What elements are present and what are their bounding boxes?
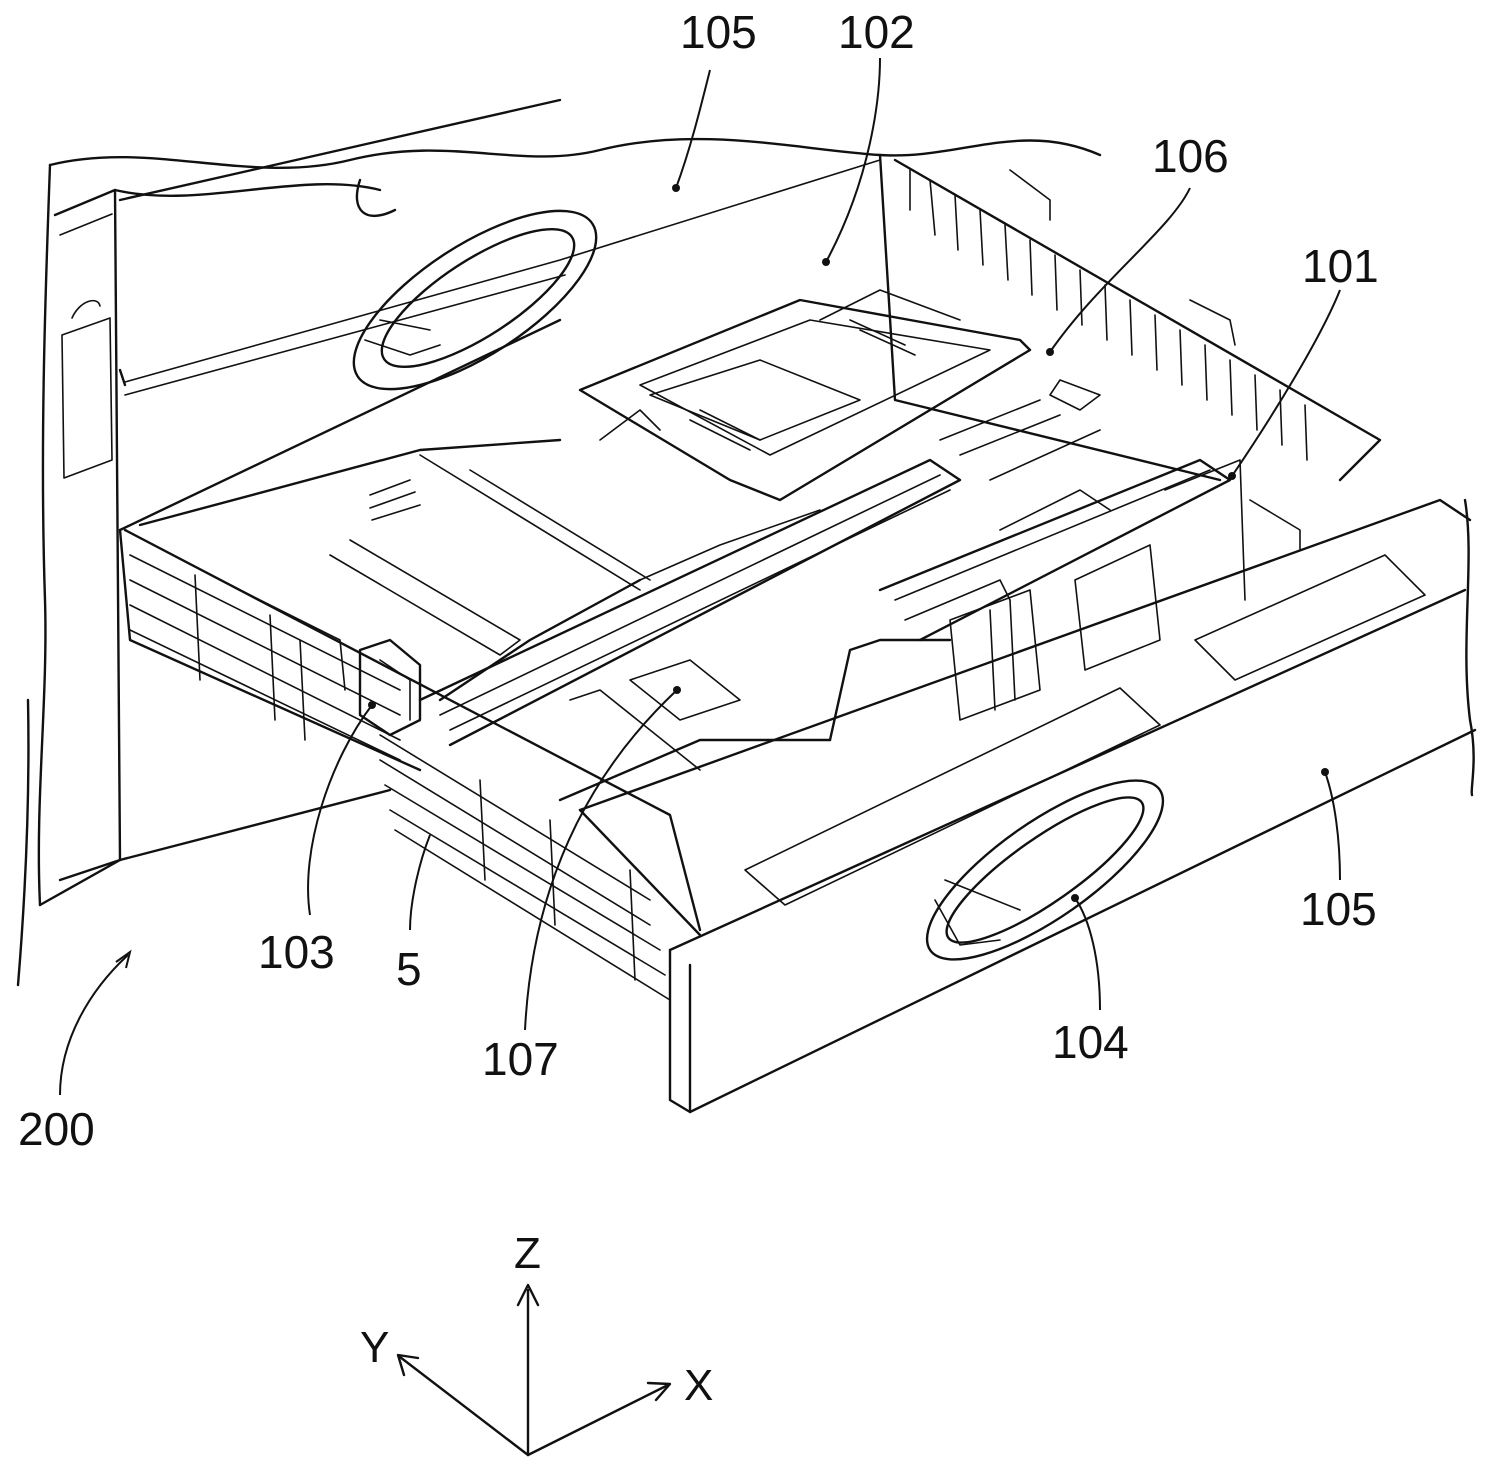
y-axis [400, 1357, 528, 1455]
label-107: 107 [482, 1033, 559, 1085]
rear-wall-ribs [930, 180, 1307, 460]
x-axis-label: X [684, 1361, 713, 1410]
y-axis-label: Y [360, 1323, 389, 1372]
leader-102 [826, 58, 880, 262]
label-200: 200 [18, 1103, 95, 1155]
label-105-front: 105 [1300, 883, 1377, 935]
leader-106 [1050, 188, 1190, 352]
upper-cover [50, 139, 1100, 422]
label-106: 106 [1152, 130, 1229, 182]
label-5: 5 [396, 943, 422, 995]
label-105-top: 105 [680, 6, 757, 58]
leader-105-top [676, 70, 710, 188]
label-102: 102 [838, 6, 915, 58]
leader-103 [308, 705, 372, 915]
leader-lines [60, 58, 1340, 1095]
leader-105-front [1325, 772, 1340, 880]
apparatus-body [18, 100, 560, 985]
coordinate-axes: Z Y X [360, 1229, 713, 1455]
z-axis-label: Z [514, 1229, 541, 1278]
leader-101 [1232, 290, 1340, 476]
x-axis [528, 1385, 668, 1455]
label-104: 104 [1052, 1016, 1129, 1068]
leader-200 [60, 955, 128, 1095]
leader-107 [525, 690, 677, 1030]
label-103: 103 [258, 926, 335, 978]
label-101: 101 [1302, 240, 1379, 292]
